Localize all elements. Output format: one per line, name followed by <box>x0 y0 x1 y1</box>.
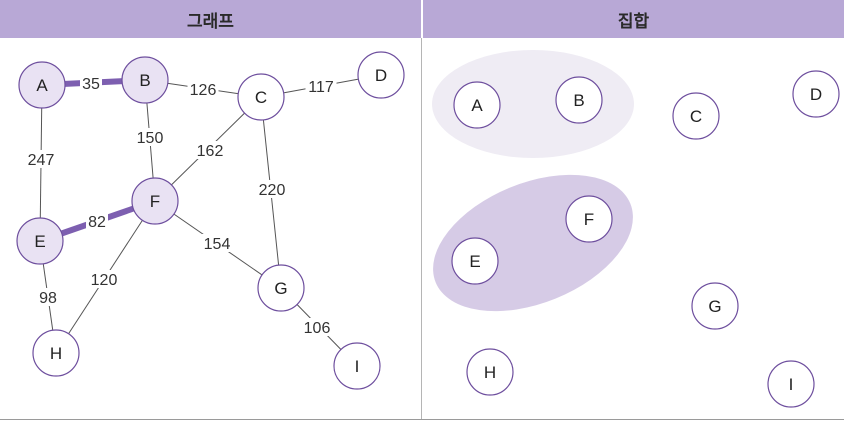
edge-weight-bg-e-h <box>37 288 59 306</box>
edge-weight-c-g: 220 <box>259 182 286 199</box>
set-node-h <box>466 348 514 396</box>
edge-weight-bg-c-g <box>256 180 288 198</box>
graph-node-c <box>237 73 285 121</box>
set-node-e <box>451 237 499 285</box>
set-node-label-g: G <box>708 297 721 316</box>
set-node-g <box>691 282 739 330</box>
edge-weight-f-h: 120 <box>91 272 118 289</box>
edge-weight-a-b: 35 <box>82 76 100 93</box>
set-node-label-a: A <box>471 96 483 115</box>
graph-node-label-c: C <box>255 88 267 107</box>
graph-node-f <box>131 177 179 225</box>
edge-weight-bg-a-b <box>80 74 102 92</box>
set-node-label-h: H <box>484 363 496 382</box>
set-node-label-i: I <box>789 375 794 394</box>
bottom-rule <box>0 419 844 420</box>
graph-node-a <box>18 61 66 109</box>
set-node-label-d: D <box>810 85 822 104</box>
graph-node-e <box>16 217 64 265</box>
set-node-label-e: E <box>469 252 480 271</box>
edge-weight-bg-f-g <box>201 234 233 252</box>
edge-weight-e-f: 82 <box>88 214 106 231</box>
graph-node-label-e: E <box>34 232 45 251</box>
panel-gap <box>421 0 423 420</box>
set-node-label-b: B <box>573 91 584 110</box>
graph-node-label-d: D <box>375 66 387 85</box>
graph-node-d <box>357 51 405 99</box>
graph-node-h <box>32 329 80 377</box>
edge-weight-e-h: 98 <box>39 290 57 307</box>
edge-weight-bg-c-f <box>194 141 226 159</box>
edge-weight-bg-b-f <box>134 128 166 146</box>
set-node-i <box>767 360 815 408</box>
set-nodes: A B C D E F G H I <box>451 70 840 408</box>
graph-node-label-b: B <box>139 71 150 90</box>
edge-weight-c-d: 117 <box>308 79 334 96</box>
graph-node-i <box>333 342 381 390</box>
set-node-label-f: F <box>584 210 594 229</box>
edge-weight-bg-a-e <box>25 150 57 168</box>
edge-weight-b-f: 150 <box>137 130 164 147</box>
graph-node-label-g: G <box>274 279 287 298</box>
edge-weight-bg-f-h <box>88 270 120 288</box>
graph-panel-header: 그래프 <box>0 0 421 38</box>
graph-node-label-f: F <box>150 192 160 211</box>
edge-weight-a-e: 247 <box>28 152 55 169</box>
set-node-c <box>672 92 720 140</box>
set-panel-header: 집합 <box>423 0 844 38</box>
edge-weight-c-f: 162 <box>197 143 224 160</box>
set-node-label-c: C <box>690 107 702 126</box>
edge-weight-bg-b-c <box>187 80 219 98</box>
edge-weight-b-c: 126 <box>190 82 217 99</box>
set-node-d <box>792 70 840 118</box>
set-node-f <box>565 195 613 243</box>
edge-weight-bg-e-f <box>86 212 108 230</box>
graph-nodes: A B C D E F G H I <box>16 51 405 390</box>
edge-weight-bg-g-i <box>301 318 333 336</box>
edge-weight-bg-c-d <box>305 77 337 95</box>
graph-node-label-h: H <box>50 344 62 363</box>
set-node-a <box>453 81 501 129</box>
edge-weight-g-i: 106 <box>304 320 331 337</box>
set-group-ef <box>433 174 633 312</box>
graph-node-g <box>257 264 305 312</box>
graph-node-label-i: I <box>355 357 360 376</box>
graph-edge-labels: 35 126 117 247 150 162 220 82 120 154 98 106 <box>25 74 337 337</box>
panel-divider <box>421 38 422 420</box>
set-node-b <box>555 76 603 124</box>
graph-node-label-a: A <box>36 76 48 95</box>
graph-node-b <box>121 56 169 104</box>
set-groups <box>432 50 634 312</box>
edge-weight-f-g: 154 <box>204 236 231 253</box>
